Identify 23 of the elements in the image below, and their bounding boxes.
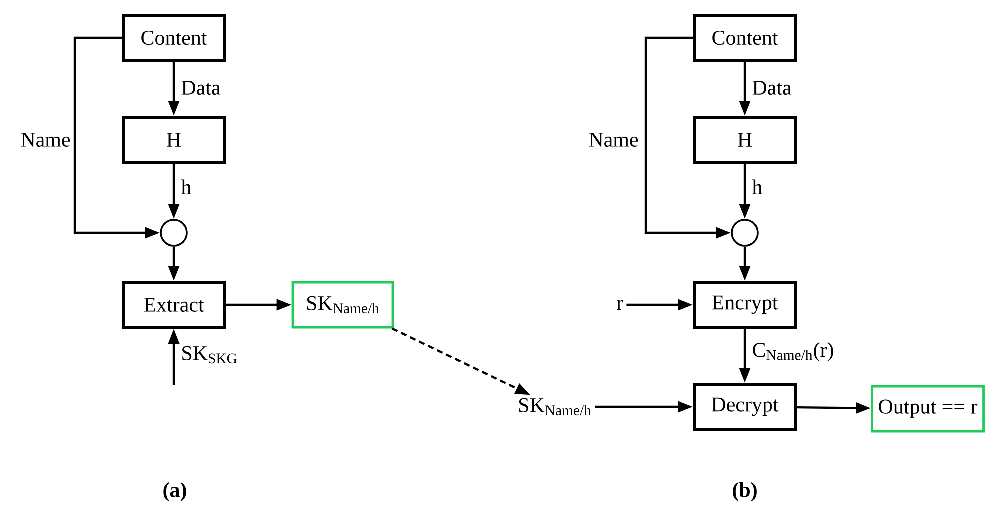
result-box: SK$_{Name/h}$ [292, 281, 394, 329]
join-circle [160, 219, 188, 247]
input-text: SK$_{Name/h}$ [519, 398, 592, 416]
edge-label: Data [182, 81, 221, 95]
input-text: r [616, 300, 624, 310]
edge-label: h [181, 180, 192, 194]
process-box: Extract [122, 281, 226, 329]
edge-label: h [752, 180, 762, 194]
panel-label: (b) [733, 482, 757, 502]
process-box: Content [693, 14, 797, 62]
edge-label: Name [21, 133, 70, 147]
process-box: Encrypt [693, 281, 797, 329]
panel-label: (a) [164, 482, 186, 502]
process-box: Decrypt [693, 383, 797, 431]
process-box: Content [122, 14, 226, 62]
edge-label: Name [589, 133, 638, 147]
edge-label: C$_{Name/h}$(r) [753, 342, 834, 362]
join-circle [731, 219, 759, 247]
edge-label: Data [752, 81, 792, 95]
process-box: H [122, 116, 226, 164]
process-box: H [693, 116, 797, 164]
result-box: Output == r [871, 385, 985, 433]
edge-label: SK$_{SKG}$ [182, 346, 237, 364]
